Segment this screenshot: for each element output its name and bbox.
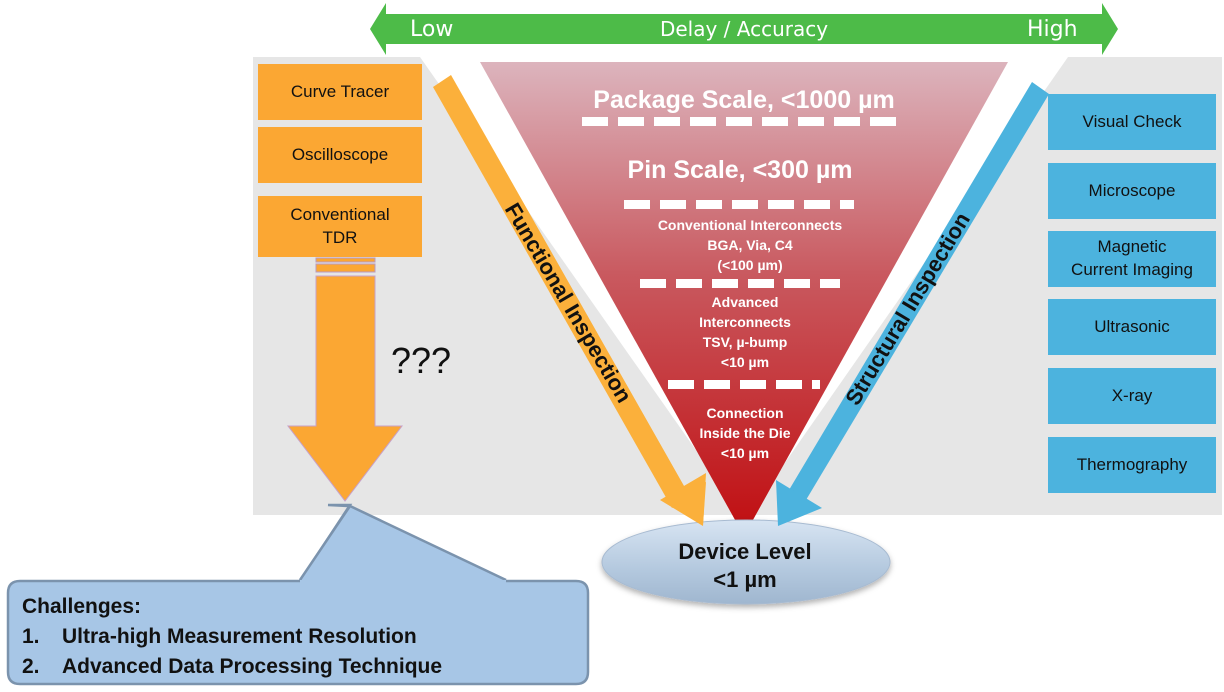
device-level-size: <1 µm bbox=[713, 567, 777, 592]
challenge-number: 1. bbox=[22, 625, 40, 648]
level-line: Conventional Interconnects bbox=[657, 217, 843, 233]
tool-label: Visual Check bbox=[1082, 111, 1182, 131]
challenge-number: 2. bbox=[22, 655, 40, 678]
level-inside-die: Connection Inside the Die <10 µm bbox=[545, 403, 945, 463]
level-line: Inside the Die bbox=[699, 425, 791, 441]
level-line: BGA, Via, C4 bbox=[707, 237, 793, 253]
scale-low-label: Low bbox=[410, 17, 454, 42]
challenges-title: Challenges: bbox=[22, 595, 142, 618]
level-line: Advanced bbox=[711, 294, 779, 310]
tool-label: Microscope bbox=[1088, 180, 1176, 200]
challenge-text: Advanced Data Processing Technique bbox=[62, 655, 443, 678]
level-line: Interconnects bbox=[699, 314, 791, 330]
level-line: <10 µm bbox=[720, 445, 770, 461]
tool-ultrasonic: Ultrasonic bbox=[1048, 299, 1216, 355]
tool-label: Curve Tracer bbox=[290, 81, 390, 101]
device-level-ellipse bbox=[601, 519, 891, 605]
scale-funnel bbox=[480, 62, 1008, 536]
level-line: TSV, µ-bump bbox=[702, 334, 788, 350]
challenge-item: 2. Advanced Data Processing Technique bbox=[22, 652, 442, 682]
challenges-callout bbox=[6, 503, 590, 686]
tool-curve-tracer: Curve Tracer bbox=[258, 64, 422, 120]
tool-microscope: Microscope bbox=[1048, 163, 1216, 219]
tool-magnetic-current-imaging: Magnetic Current Imaging bbox=[1048, 231, 1216, 287]
tool-visual-check: Visual Check bbox=[1048, 94, 1216, 150]
tool-oscilloscope: Oscilloscope bbox=[258, 127, 422, 183]
level-line: Connection bbox=[706, 405, 784, 421]
level-pin-scale: Pin Scale, <300 µm bbox=[627, 156, 853, 184]
scale-center-label: Delay / Accuracy bbox=[659, 17, 829, 41]
device-level-label: Device Level <1 µm bbox=[600, 538, 890, 594]
level-package-scale: Package Scale, <1000 µm bbox=[593, 86, 895, 114]
tool-label: Conventional TDR bbox=[290, 204, 390, 247]
challenges-text: Challenges: 1. Ultra-high Measurement Re… bbox=[22, 592, 442, 682]
level-conventional-interconnects: Conventional Interconnects BGA, Via, C4 … bbox=[550, 215, 950, 275]
tool-label: Thermography bbox=[1076, 454, 1188, 474]
level-divider bbox=[582, 117, 896, 126]
tool-label: Magnetic Current Imaging bbox=[1071, 237, 1193, 279]
level-advanced-interconnects: Advanced Interconnects TSV, µ-bump <10 µ… bbox=[545, 292, 945, 372]
level-line: <10 µm bbox=[720, 354, 770, 370]
level-divider bbox=[668, 380, 820, 389]
level-line: (<100 µm) bbox=[717, 257, 783, 273]
unknown-marker: ??? bbox=[391, 340, 452, 381]
level-divider bbox=[624, 200, 854, 209]
scale-arrow bbox=[370, 3, 1118, 55]
device-level-title: Device Level bbox=[678, 539, 812, 564]
tool-label: X-ray bbox=[1111, 385, 1153, 405]
tool-thermography: Thermography bbox=[1048, 437, 1216, 493]
tool-x-ray: X-ray bbox=[1048, 368, 1216, 424]
scale-high-label: High bbox=[1027, 17, 1078, 42]
structural-inspection-arrow bbox=[776, 82, 1049, 526]
challenge-text: Ultra-high Measurement Resolution bbox=[62, 625, 417, 648]
level-divider bbox=[640, 279, 840, 288]
tool-conventional-tdr: Conventional TDR bbox=[258, 196, 422, 257]
tool-label: Oscilloscope bbox=[291, 144, 389, 164]
tool-label: Ultrasonic bbox=[1094, 316, 1170, 336]
challenge-item: 1. Ultra-high Measurement Resolution bbox=[22, 622, 442, 652]
functional-inspection-arrow bbox=[433, 75, 706, 526]
tdr-down-arrow bbox=[286, 257, 404, 502]
